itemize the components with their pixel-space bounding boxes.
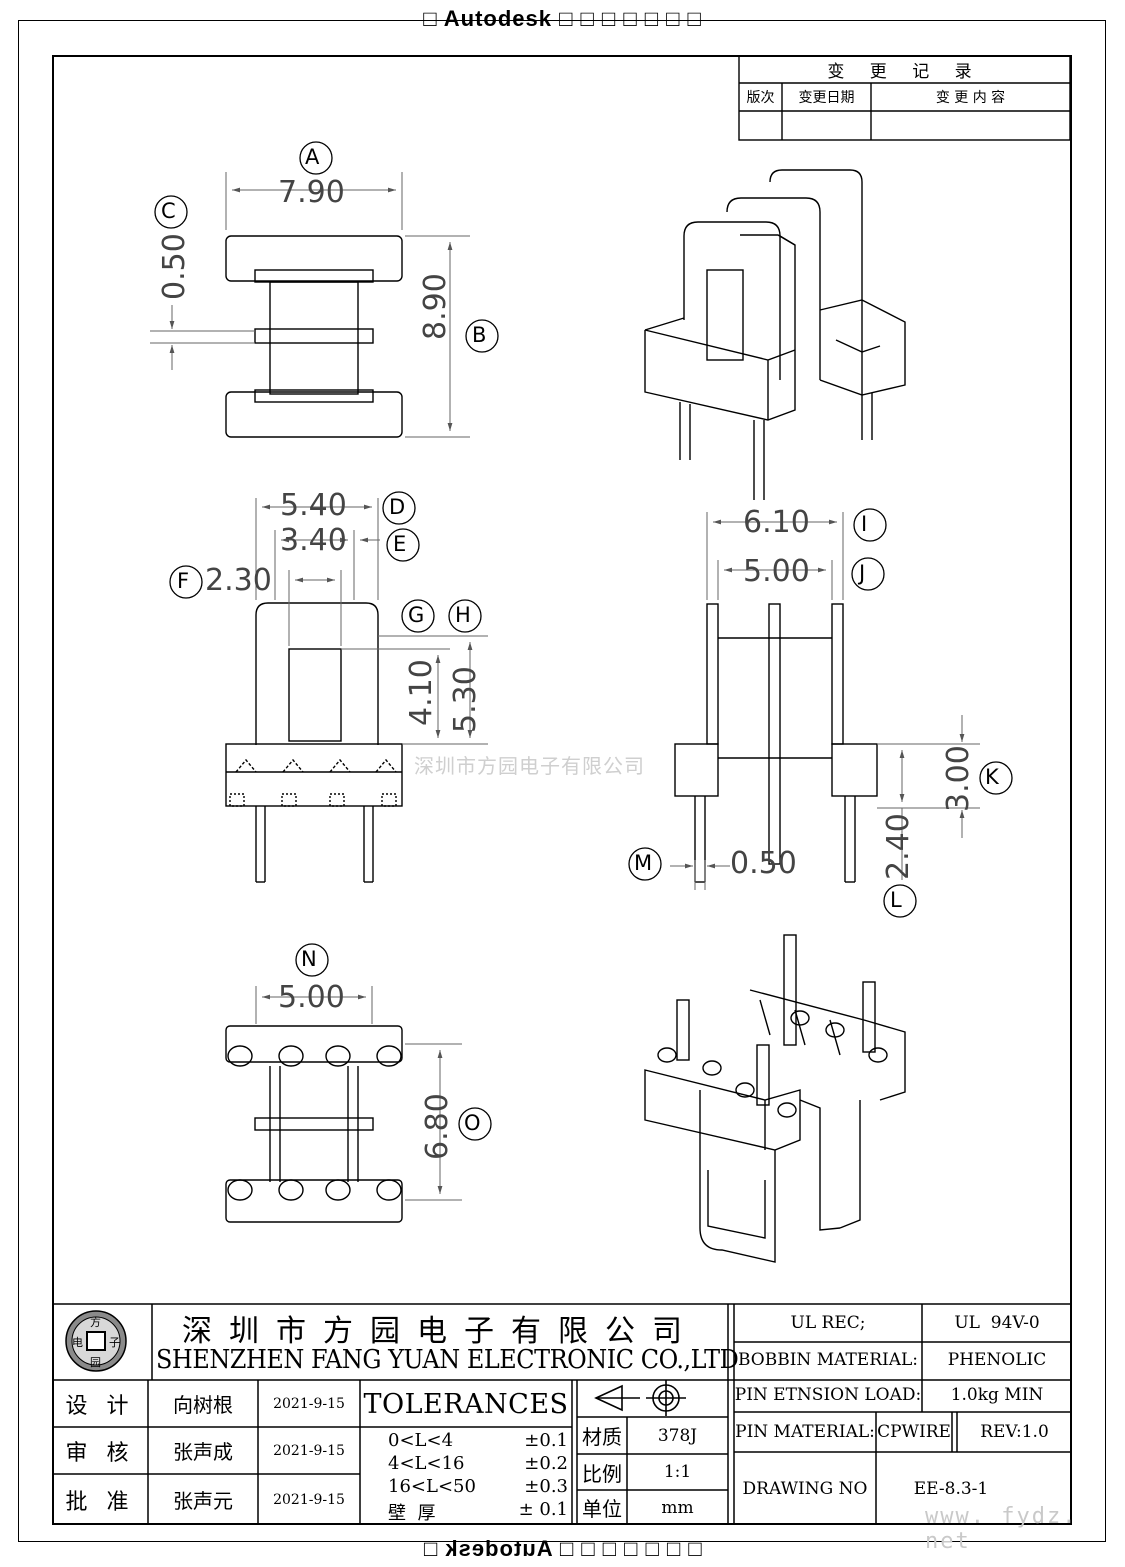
revision-col-date: 变更日期 bbox=[798, 90, 855, 106]
title-block-grid bbox=[52, 1303, 1072, 1525]
pin-material-label: PIN MATERIAL: bbox=[735, 1422, 875, 1442]
dim-value-a: 7.90 bbox=[278, 175, 345, 210]
tolerance-range: 4<L<16 bbox=[388, 1453, 465, 1474]
dim-value-n: 5.00 bbox=[278, 980, 345, 1015]
tolerance-row: 壁 厚 ± 0.1 bbox=[388, 1499, 568, 1524]
ul-rec-value: UL 94V-0 bbox=[954, 1313, 1040, 1333]
pin-load-value: 1.0kg MIN bbox=[950, 1385, 1044, 1405]
logo-char-top: 方 bbox=[90, 1316, 101, 1329]
dim-value-e: 3.40 bbox=[280, 523, 347, 558]
approve-date: 2021-9-15 bbox=[273, 1491, 345, 1508]
dim-label-g: G bbox=[408, 603, 425, 627]
dim-label-l: L bbox=[890, 888, 902, 912]
design-name: 向树根 bbox=[173, 1393, 233, 1417]
design-date: 2021-9-15 bbox=[273, 1395, 345, 1412]
dim-label-m: M bbox=[634, 851, 653, 875]
check-date: 2021-9-15 bbox=[273, 1442, 345, 1459]
pin-load-label: PIN ETNSION LOAD: bbox=[734, 1385, 922, 1405]
dim-value-b: 8.90 bbox=[418, 273, 453, 340]
material-label: 材质 bbox=[582, 1425, 622, 1449]
pin-material-value: CPWIRE bbox=[877, 1422, 951, 1442]
dim-label-o: O bbox=[464, 1111, 481, 1135]
tolerance-row: 4<L<16 ±0.2 bbox=[388, 1453, 568, 1476]
dim-label-j: J bbox=[859, 561, 866, 585]
revision-col-version: 版次 bbox=[746, 90, 775, 106]
tolerance-value: ±0.1 bbox=[524, 1430, 568, 1451]
check-name: 张声成 bbox=[173, 1440, 233, 1464]
tolerances-title: TOLERANCES bbox=[363, 1388, 569, 1420]
dim-value-k: 3.00 bbox=[941, 745, 976, 812]
tolerance-range: 16<L<50 bbox=[388, 1476, 476, 1497]
projection-symbol bbox=[594, 1380, 686, 1416]
revision-table-title: 变 更 记 录 bbox=[827, 62, 982, 82]
company-logo bbox=[65, 1310, 127, 1372]
dim-label-k: K bbox=[985, 765, 999, 789]
drawing-no-value: EE-8.3-1 bbox=[913, 1478, 989, 1499]
revision-table-grid bbox=[738, 55, 1071, 141]
drawing-frame bbox=[52, 55, 1072, 1525]
material-value: 378J bbox=[657, 1425, 698, 1446]
dimension-lines bbox=[150, 172, 980, 1201]
dim-value-c: 0.50 bbox=[157, 233, 192, 300]
tolerance-range: 0<L<4 bbox=[388, 1430, 454, 1451]
autodesk-watermark-top: □ Autodesk □ □ □ □ □ □ □ bbox=[423, 6, 702, 31]
tolerance-range: 壁 厚 bbox=[388, 1503, 436, 1524]
tolerance-value: ±0.2 bbox=[524, 1453, 568, 1474]
label-circles bbox=[154, 141, 1013, 1141]
logo-char-left: 电 bbox=[72, 1336, 83, 1349]
dim-value-g: 4.10 bbox=[404, 659, 439, 726]
unit-value: mm bbox=[661, 1497, 694, 1518]
front-view bbox=[225, 602, 403, 883]
side-view bbox=[674, 603, 878, 883]
tolerance-value: ±0.3 bbox=[524, 1476, 568, 1497]
dim-label-f: F bbox=[177, 569, 190, 593]
dim-label-d: D bbox=[389, 495, 406, 519]
top-view bbox=[225, 235, 403, 438]
design-label: 设 计 bbox=[65, 1393, 135, 1419]
revision-col-content: 变 更 内 容 bbox=[935, 90, 1006, 106]
dim-value-o: 6.80 bbox=[420, 1093, 455, 1160]
outer-border bbox=[18, 20, 1106, 1542]
dim-label-i: I bbox=[861, 512, 868, 536]
dim-label-a: A bbox=[305, 145, 320, 169]
approve-name: 张声元 bbox=[173, 1489, 233, 1513]
bottom-view bbox=[225, 1025, 403, 1223]
dim-label-n: N bbox=[301, 947, 317, 971]
dim-value-i: 6.10 bbox=[743, 505, 810, 540]
approve-label: 批 准 bbox=[65, 1489, 135, 1515]
dim-label-h: H bbox=[455, 603, 471, 627]
dim-value-f: 2.30 bbox=[205, 563, 272, 598]
tolerance-row: 16<L<50 ±0.3 bbox=[388, 1476, 568, 1499]
unit-label: 单位 bbox=[582, 1497, 622, 1521]
dim-value-d: 5.40 bbox=[280, 488, 347, 523]
tolerance-table: 0<L<4 ±0.1 4<L<16 ±0.2 16<L<50 ±0.3 壁 厚 ± 0.… bbox=[388, 1430, 568, 1524]
company-name-cn: 深圳市方园电子有限公司 bbox=[182, 1314, 699, 1349]
dim-value-j: 5.00 bbox=[743, 554, 810, 589]
dim-label-e: E bbox=[393, 532, 407, 556]
bobbin-material-value: PHENOLIC bbox=[947, 1350, 1047, 1370]
company-name-en: SHENZHEN FANG YUAN ELECTRONIC CO.,LTD bbox=[156, 1345, 739, 1375]
logo-char-right: 子 bbox=[109, 1336, 120, 1349]
center-watermark: 深圳市方园电子有限公司 bbox=[414, 754, 645, 778]
tolerance-row: 0<L<4 ±0.1 bbox=[388, 1430, 568, 1453]
isometric-view-top bbox=[644, 169, 906, 500]
isometric-view-bottom bbox=[644, 934, 906, 1263]
scale-label: 比例 bbox=[582, 1461, 622, 1486]
bobbin-material-label: BOBBIN MATERIAL: bbox=[737, 1350, 919, 1370]
dim-value-m: 0.50 bbox=[730, 846, 797, 881]
check-label: 审 核 bbox=[65, 1440, 135, 1466]
tolerance-value: ± 0.1 bbox=[518, 1499, 568, 1520]
dim-label-b: B bbox=[472, 323, 487, 347]
site-watermark: www. fydz. net bbox=[925, 1504, 1078, 1554]
scale-value: 1:1 bbox=[663, 1462, 692, 1482]
dim-value-h: 5.30 bbox=[448, 666, 483, 733]
revision-number: REV:1.0 bbox=[980, 1422, 1049, 1442]
logo-char-bottom: 园 bbox=[90, 1356, 101, 1369]
ul-rec-label: UL REC; bbox=[790, 1313, 866, 1333]
dim-value-l: 2.40 bbox=[881, 813, 916, 880]
drawing-no-label: DRAWING NO bbox=[742, 1478, 868, 1499]
dim-label-c: C bbox=[161, 199, 176, 223]
